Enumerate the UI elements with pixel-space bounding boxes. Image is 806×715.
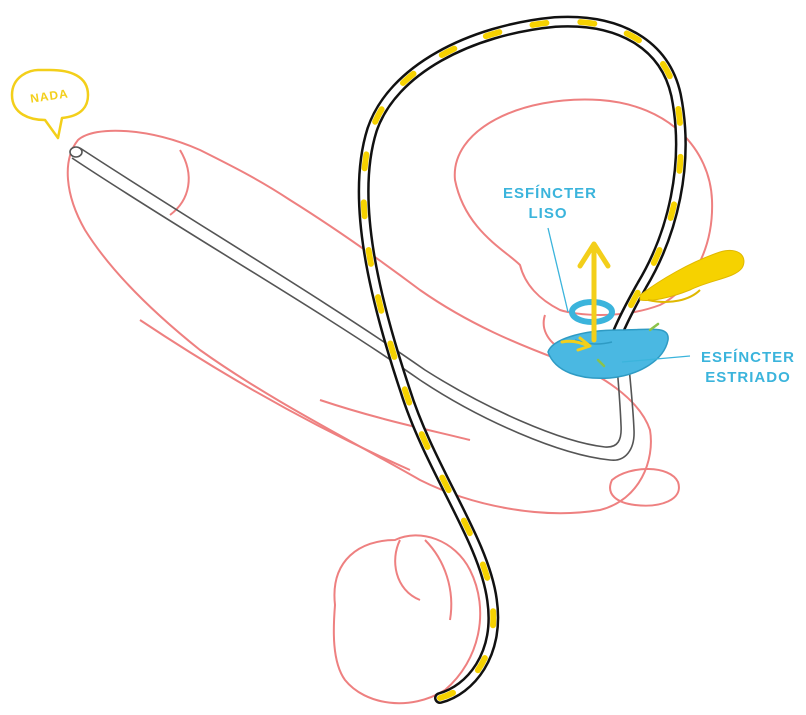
- label-smooth-sphincter-line1: ESFÍNCTER: [503, 185, 597, 202]
- striated-sphincter: [548, 329, 668, 378]
- label-striated-sphincter: ESFÍNCTER ESTRIADO: [701, 349, 795, 386]
- label-striated-sphincter-line1: ESFÍNCTER: [701, 349, 795, 366]
- label-striated-sphincter-line2: ESTRIADO: [705, 369, 791, 386]
- testicle-outline: [334, 535, 480, 703]
- label-smooth-sphincter-line2: LISO: [528, 205, 567, 222]
- speech-bubble: NADA: [12, 70, 88, 138]
- label-smooth-sphincter: ESFÍNCTER LISO: [503, 185, 597, 222]
